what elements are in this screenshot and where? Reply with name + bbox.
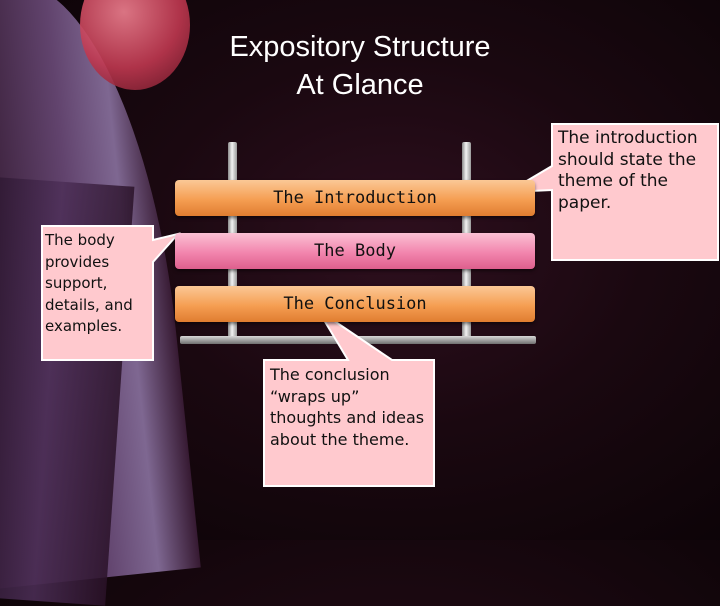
- bar-body: The Body: [175, 233, 535, 269]
- slide-title: Expository Structure At Glance: [160, 28, 560, 104]
- bar-introduction-label: The Introduction: [273, 188, 437, 208]
- slide-title-line-1: Expository Structure: [229, 31, 491, 63]
- slide-title-line-2: At Glance: [296, 69, 424, 101]
- bar-body-label: The Body: [314, 241, 396, 261]
- callout-body-shape: [41, 225, 181, 361]
- callout-shapes: [41, 123, 719, 487]
- callout-conclusion-shape: [263, 309, 435, 487]
- callout-body-text: The body provides support, details, and …: [45, 231, 133, 335]
- callout-introduction-shape: [507, 123, 719, 261]
- bar-introduction: The Introduction: [175, 180, 535, 216]
- bar-conclusion-label: The Conclusion: [283, 294, 427, 314]
- callout-introduction-text: The introduction should state the theme …: [558, 128, 698, 213]
- callout-conclusion-text: The conclusion “wraps up” thoughts and i…: [270, 365, 425, 449]
- bar-conclusion: The Conclusion: [175, 286, 535, 322]
